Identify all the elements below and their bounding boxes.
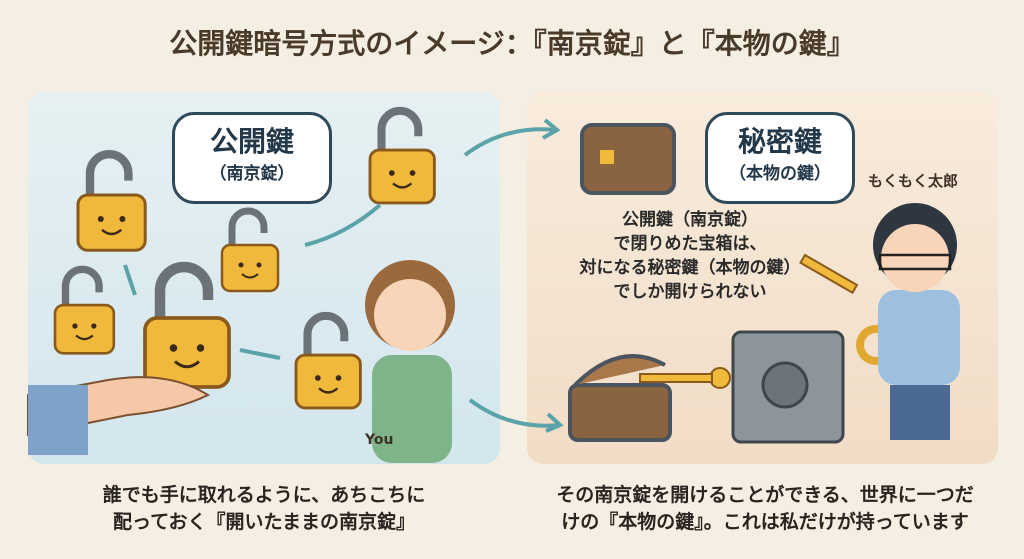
public-key-sub: （南京錠） xyxy=(209,164,295,184)
padlock-icon xyxy=(55,269,114,353)
caption-line: 配っておく『開いたままの南京錠』 xyxy=(113,511,415,533)
golden-key-icon xyxy=(639,253,896,389)
sleeve xyxy=(28,385,88,455)
open-treasure-chest-icon xyxy=(568,354,672,442)
explanation-line: 公開鍵（南京錠） xyxy=(622,210,758,230)
explanation-line: でしか開けられない xyxy=(613,282,767,302)
girl-you-character xyxy=(365,260,455,463)
arrow-icon xyxy=(123,118,564,433)
explanation-line: で閉りめた宝箱は、 xyxy=(613,234,767,254)
treasure-chest-icon xyxy=(580,123,676,195)
private-key-label: 秘密鍵 xyxy=(737,125,822,158)
caption-line: 誰でも手に取れるように、あちこちに xyxy=(102,484,426,506)
padlock-icon xyxy=(296,316,360,408)
you-label: You xyxy=(365,432,394,448)
public-key-label: 公開鍵 xyxy=(209,125,294,158)
padlock-icon xyxy=(370,111,434,203)
caption-left: 誰でも手に取れるように、あちこちに 配っておく『開いたままの南京錠』 xyxy=(28,482,500,536)
padlock-icon xyxy=(78,154,145,250)
caption-right: その南京錠を開けることができる、世界に一つだ けの『本物の鍵』。これは私だけが持… xyxy=(520,482,1010,536)
safe-icon xyxy=(731,330,845,444)
page-title: 公開鍵暗号方式のイメージ：『南京錠』と『本物の鍵』 xyxy=(169,27,855,60)
private-key-bubble: 秘密鍵 （本物の鍵） xyxy=(705,112,855,204)
explanation-text: 公開鍵（南京錠） で閉りめた宝箱は、 対になる秘密鍵（本物の鍵） でしか開けられ… xyxy=(560,208,820,304)
padlock-icon xyxy=(222,211,278,291)
private-key-sub: （本物の鍵） xyxy=(729,164,831,184)
caption-line: その南京錠を開けることができる、世界に一つだ xyxy=(556,484,974,506)
padlock-icon xyxy=(145,267,229,387)
explanation-line: 対になる秘密鍵（本物の鍵） xyxy=(579,258,801,278)
caption-line: けの『本物の鍵』。これは私だけが持っています xyxy=(561,511,969,533)
character-name: もくもく太郎 xyxy=(868,172,959,190)
man-character xyxy=(873,203,960,440)
public-key-bubble: 公開鍵 （南京錠） xyxy=(172,112,332,204)
